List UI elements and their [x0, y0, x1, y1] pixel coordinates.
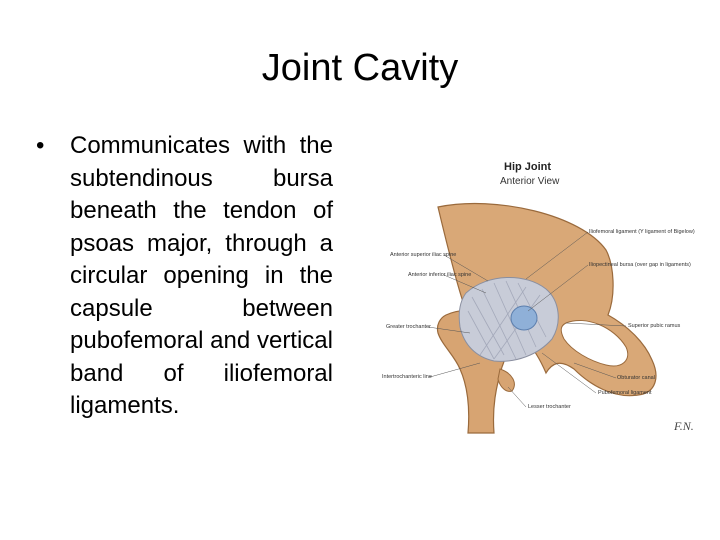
figure-title: Hip Joint: [504, 161, 552, 173]
label-pubofemoral-ligament: Pubofemoral ligament: [598, 390, 652, 396]
label-lesser-trochanter: Lesser trochanter: [528, 404, 571, 410]
hip-joint-illustration: Hip Joint Anterior View: [376, 155, 696, 445]
lesser-trochanter: [497, 368, 515, 392]
obturator-foramen: [560, 319, 629, 367]
figure-subtitle: Anterior View: [500, 176, 560, 187]
label-anterior-inferior-iliac-spine: Anterior inferior iliac spine: [408, 272, 472, 278]
label-iliopectineal-bursa: Iliopectineal bursa (over gap in ligamen…: [589, 262, 691, 268]
slide-title: Joint Cavity: [261, 47, 459, 89]
hip-anatomy-drawing: [427, 202, 657, 434]
bullet-list: • Communicates with the subtendinous bur…: [36, 130, 336, 423]
label-anterior-superior-iliac-spine: Anterior superior iliac spine: [390, 252, 457, 258]
illustrator-signature: F.N.: [674, 419, 694, 433]
ligament-fibers: [467, 280, 547, 360]
iliopectineal-bursa: [510, 305, 538, 331]
label-obturator-canal: Obturator canal: [617, 375, 655, 381]
label-iliofemoral-ligament: Iliofemoral ligament (Y ligament of Bige…: [589, 229, 695, 235]
leader-lines: [427, 231, 627, 408]
label-superior-pubic-ramus: Superior pubic ramus: [628, 323, 681, 329]
label-intertrochanteric-line: Intertrochanteric line: [382, 374, 432, 380]
label-greater-trochanter: Greater trochanter: [386, 324, 431, 330]
bullet-marker: •: [36, 132, 45, 159]
bullet-text: Communicates with the subtendinous bursa…: [70, 132, 333, 419]
